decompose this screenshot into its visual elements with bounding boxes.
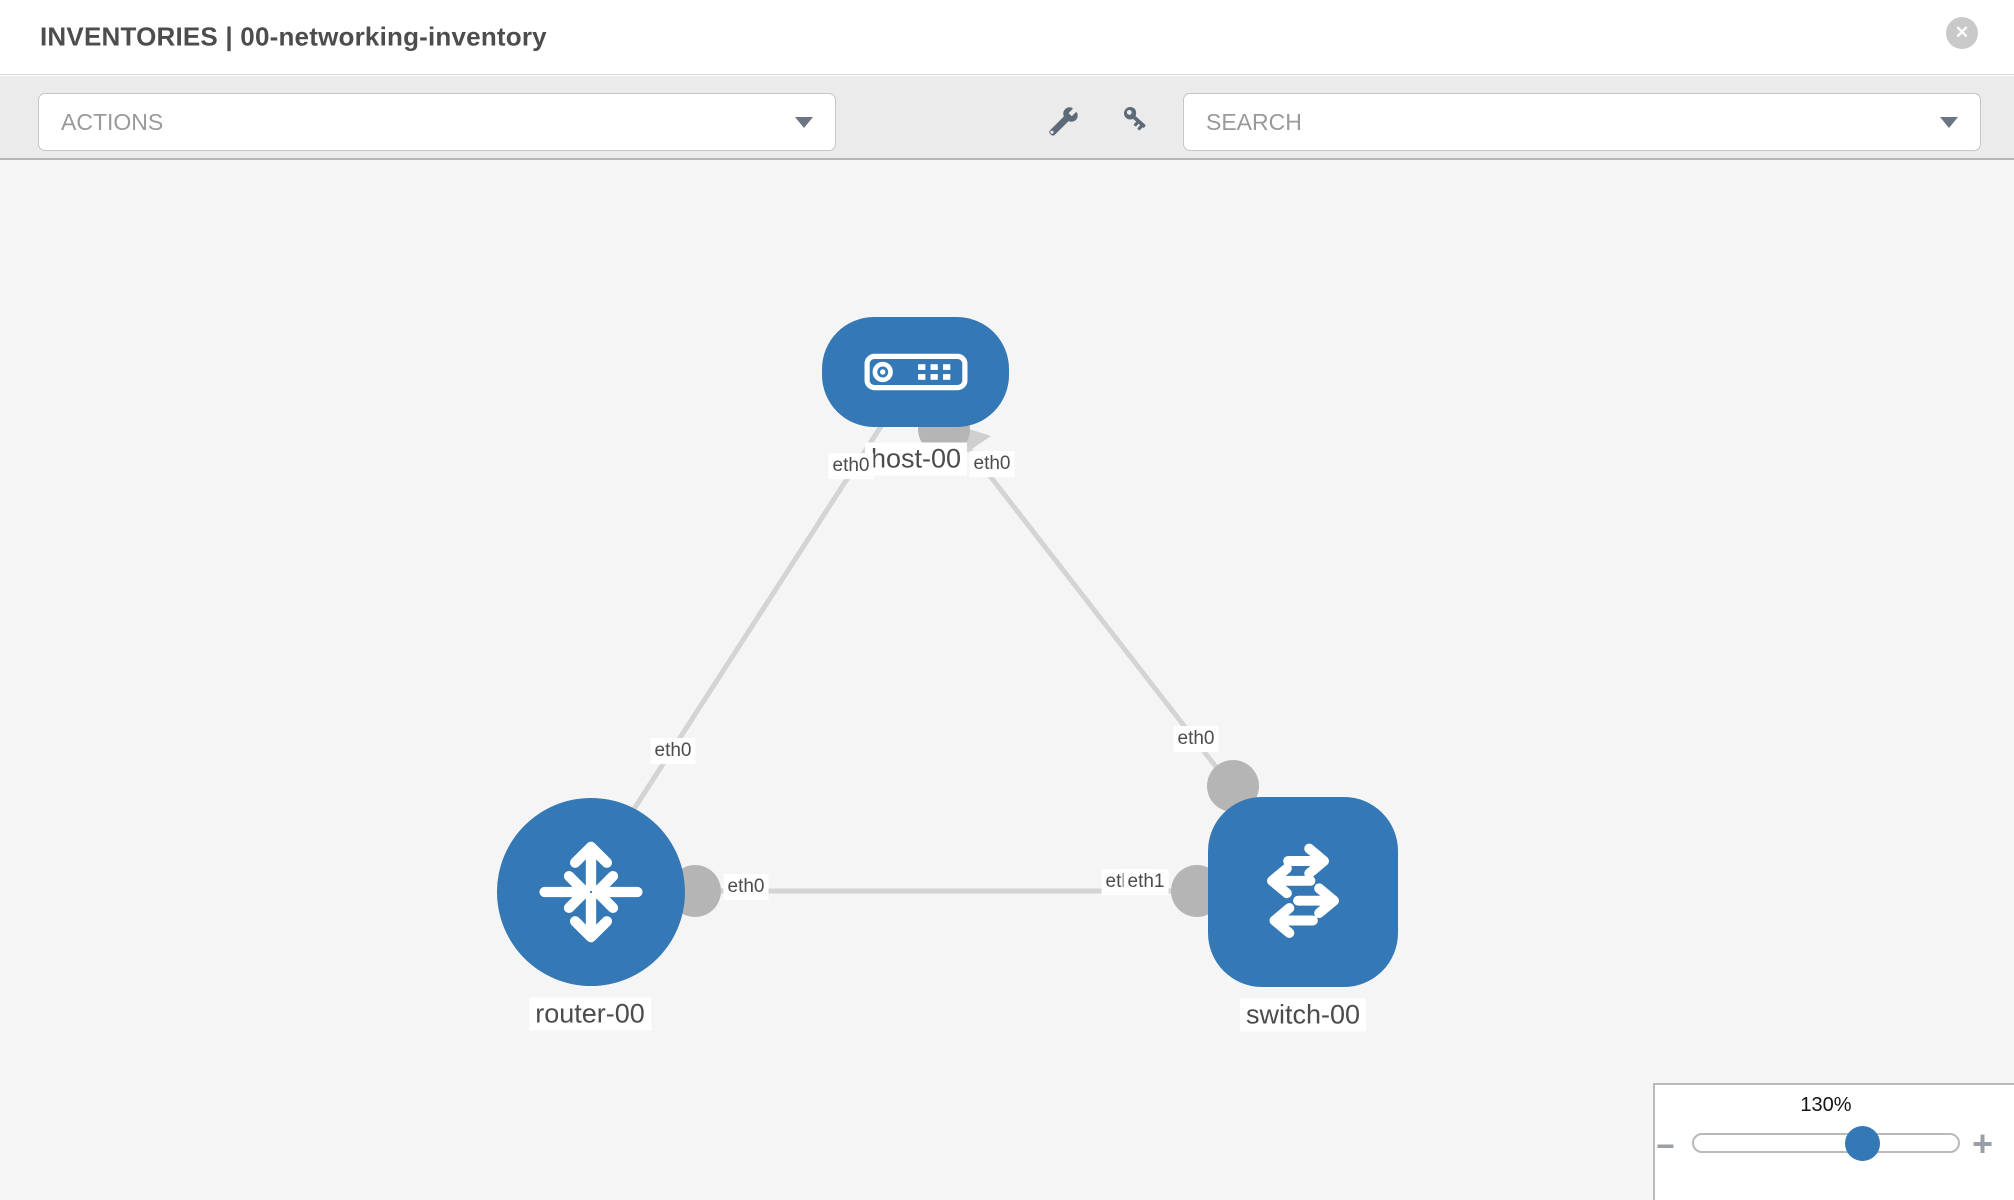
wrench-icon	[1049, 107, 1078, 136]
zoom-panel: 130% − +	[1653, 1083, 2014, 1200]
configure-button[interactable]	[1039, 98, 1087, 146]
close-button[interactable]: ✕	[1946, 17, 1978, 49]
credentials-button[interactable]	[1107, 98, 1155, 146]
interface-label: eth0	[650, 738, 696, 764]
interface-label: eth0	[969, 451, 1015, 477]
node-label-host: host-00	[864, 442, 968, 476]
zoom-slider-knob[interactable]	[1845, 1126, 1880, 1161]
router-icon	[539, 841, 643, 943]
zoom-slider-track[interactable]	[1692, 1133, 1960, 1153]
node-switch-00[interactable]	[1208, 797, 1398, 987]
zoom-level-text: 130%	[1800, 1094, 1852, 1116]
search-dropdown[interactable]: SEARCH	[1183, 93, 1981, 151]
toolbar: ACTIONS SEARCH	[0, 76, 2014, 160]
page-title: INVENTORIES | 00-networking-inventory	[40, 21, 547, 52]
host-icon	[864, 353, 967, 391]
node-host-00[interactable]	[822, 317, 1009, 427]
zoom-in-button[interactable]: +	[1972, 1123, 1994, 1164]
search-placeholder: SEARCH	[1206, 108, 1302, 135]
topology-canvas[interactable]: host-00 router-00 switch-00 eth0 eth0 et…	[0, 160, 2014, 1200]
interface-label: eth0	[723, 874, 769, 900]
topology-graph	[611, 398, 1290, 917]
chevron-down-icon	[795, 116, 813, 128]
actions-dropdown[interactable]: ACTIONS	[38, 93, 836, 151]
interface-label: eth0	[828, 453, 874, 479]
node-label-switch: switch-00	[1239, 998, 1367, 1032]
actions-dropdown-label: ACTIONS	[61, 108, 164, 135]
zoom-out-button[interactable]: −	[1656, 1128, 1675, 1164]
switch-icon	[1267, 843, 1339, 938]
node-label-router: router-00	[529, 997, 651, 1031]
node-router-00[interactable]	[497, 798, 685, 986]
close-icon: ✕	[1954, 23, 1970, 42]
key-icon	[1123, 106, 1146, 131]
interface-label: eth1	[1123, 869, 1169, 895]
interface-label: eth0	[1173, 726, 1219, 752]
header: INVENTORIES | 00-networking-inventory ✕	[0, 0, 2014, 75]
chevron-down-icon	[1940, 116, 1958, 128]
